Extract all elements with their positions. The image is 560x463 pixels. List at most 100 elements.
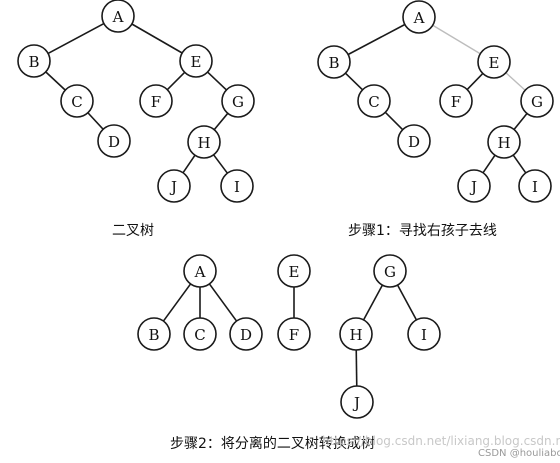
- binary-tree-node-b: B: [17, 44, 51, 78]
- step1-a-e-removed-edge: [432, 24, 481, 55]
- step2-caption: 步骤2：将分离的二叉树转换成树: [170, 436, 375, 452]
- step1-caption: 步骤1：寻找右孩子去线: [348, 223, 497, 239]
- step1-h-j-edge: [482, 154, 496, 174]
- binary-tree-caption: 二叉树: [112, 223, 154, 239]
- binary-tree-node-e: E: [179, 44, 213, 78]
- node-label: I: [234, 178, 240, 196]
- step2-tree1-node-d: D: [229, 317, 263, 351]
- node-circle: [402, 0, 436, 34]
- node-circle: [407, 317, 441, 351]
- binary-tree-h-j-edge: [182, 154, 196, 174]
- step1-e-g-removed-edge: [505, 72, 526, 91]
- step2-tree3-node-h: H: [339, 317, 373, 351]
- step2-tree3-node-g: G: [373, 254, 407, 288]
- binary-tree-e-f-edge: [166, 71, 186, 91]
- binary-tree-node-i: I: [220, 169, 254, 203]
- binary-tree-node-g: G: [221, 84, 255, 118]
- step1-node-g: G: [520, 84, 554, 118]
- node-label: C: [368, 93, 379, 111]
- watermark: https://blog.csdn.net/lixiang.blog.csdn.…: [322, 434, 560, 448]
- step1-node-h: H: [487, 125, 521, 159]
- binary-tree-e-g-edge: [207, 71, 227, 91]
- step2-tree3-node-i: I: [407, 317, 441, 351]
- node-circle: [139, 84, 173, 118]
- node-label: A: [413, 9, 425, 27]
- node-label: D: [240, 326, 252, 344]
- node-circle: [339, 317, 373, 351]
- node-label: D: [408, 133, 420, 151]
- node-label: F: [289, 326, 299, 344]
- step1-g-h-edge: [513, 112, 528, 131]
- node-label: E: [289, 263, 300, 281]
- node-circle: [277, 254, 311, 288]
- node-circle: [477, 45, 511, 79]
- binary-tree-a-b-edge: [47, 22, 105, 55]
- node-circle: [97, 124, 131, 158]
- node-circle: [221, 84, 255, 118]
- node-circle: [439, 84, 473, 118]
- node-circle: [101, 0, 135, 33]
- step2-tree1-node-c: C: [183, 317, 217, 351]
- node-circle: [277, 317, 311, 351]
- node-label: F: [151, 93, 161, 111]
- node-circle: [357, 84, 391, 118]
- node-label: B: [328, 54, 339, 72]
- node-label: B: [148, 326, 159, 344]
- node-circle: [229, 317, 263, 351]
- step2-tree2-node-f: F: [277, 317, 311, 351]
- node-circle: [183, 317, 217, 351]
- binary-tree-a-e-edge: [131, 23, 183, 54]
- step1-node-e: E: [477, 45, 511, 79]
- binary-tree-node-d: D: [97, 124, 131, 158]
- node-label: A: [112, 8, 124, 26]
- node-circle: [457, 169, 491, 203]
- step1-node-j: J: [457, 169, 491, 203]
- step1-node-i: I: [518, 169, 552, 203]
- node-label: G: [384, 263, 396, 281]
- binary-tree-h-i-edge: [212, 154, 229, 174]
- step1-a-b-edge: [347, 23, 406, 56]
- step1-c-d-edge: [384, 111, 404, 131]
- step1-node-c: C: [357, 84, 391, 118]
- node-label: H: [497, 134, 510, 152]
- node-label: H: [197, 134, 210, 152]
- node-circle: [518, 169, 552, 203]
- node-label: B: [28, 53, 39, 71]
- step1-node-a: A: [402, 0, 436, 34]
- step2-tree1-a-b-edge: [162, 283, 192, 322]
- node-label: D: [108, 133, 120, 151]
- node-label: F: [451, 93, 461, 111]
- step2-tree1-node-a: A: [183, 254, 217, 288]
- binary-tree-node-a: A: [101, 0, 135, 33]
- step1-e-f-edge: [466, 72, 484, 91]
- node-label: J: [352, 394, 360, 412]
- node-circle: [340, 385, 374, 419]
- node-label: G: [531, 93, 543, 111]
- csdn-credit: CSDN @houliabc: [478, 448, 560, 459]
- step1-node-f: F: [439, 84, 473, 118]
- binary-tree-node-f: F: [139, 84, 173, 118]
- step2-tree1-node-b: B: [137, 317, 171, 351]
- node-circle: [397, 124, 431, 158]
- node-label: I: [532, 178, 538, 196]
- binary-tree-c-d-edge: [87, 112, 104, 130]
- node-label: E: [489, 54, 500, 72]
- step1-node-d: D: [397, 124, 431, 158]
- node-circle: [187, 125, 221, 159]
- binary-tree-b-c-edge: [45, 71, 66, 91]
- node-circle: [60, 84, 94, 118]
- binary-tree-g-h-edge: [213, 112, 229, 131]
- node-label: C: [194, 326, 205, 344]
- node-circle: [137, 317, 171, 351]
- step2-tree3-g-i-edge: [396, 284, 418, 321]
- step2-tree3-node-j: J: [340, 385, 374, 419]
- node-label: C: [71, 93, 82, 111]
- node-circle: [317, 45, 351, 79]
- step2-tree3-h-j-edge: [355, 349, 358, 387]
- node-label: J: [169, 178, 177, 196]
- node-circle: [157, 169, 191, 203]
- step2-tree3-g-h-edge: [362, 284, 384, 321]
- node-circle: [220, 169, 254, 203]
- node-circle: [179, 44, 213, 78]
